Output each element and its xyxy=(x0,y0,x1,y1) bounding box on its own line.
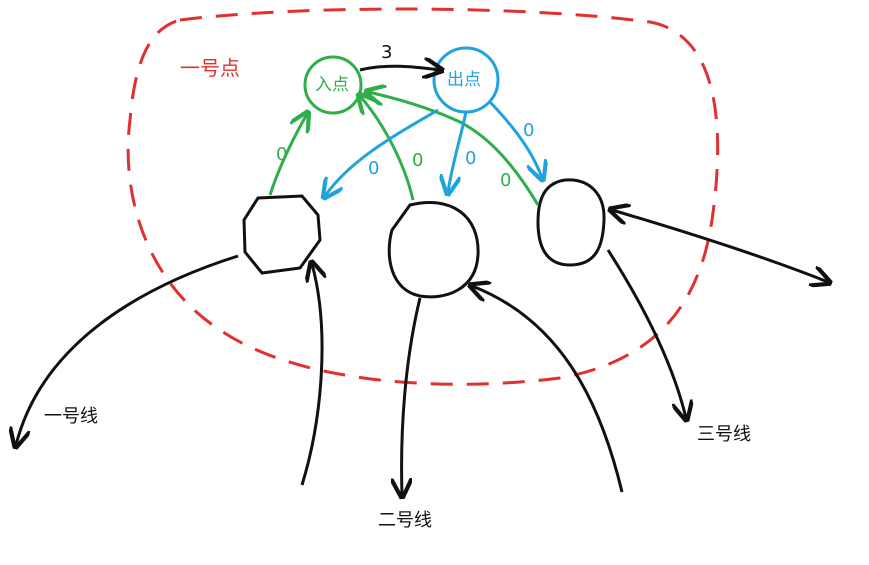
line1-edge-out xyxy=(16,254,239,445)
blue-weight-2: 0 xyxy=(465,148,477,169)
in-node xyxy=(303,55,363,115)
line2-edge-in xyxy=(472,286,624,493)
line1-edge-in xyxy=(300,264,322,486)
green-edge-2 xyxy=(360,96,415,201)
line-node-2 xyxy=(387,200,480,299)
green-edge-3 xyxy=(368,92,540,206)
line3-edge-both xyxy=(612,210,828,282)
in-node-label: 入点 xyxy=(315,75,349,95)
station-region-boundary xyxy=(126,7,720,386)
blue-weight-1: 0 xyxy=(368,158,380,179)
green-weight-3: 0 xyxy=(500,170,512,191)
line-2-label: 二号线 xyxy=(378,510,432,531)
edge-in-to-out xyxy=(359,66,440,70)
out-node-label: 出点 xyxy=(447,70,481,90)
green-weight-1: 0 xyxy=(276,144,288,165)
blue-edge-2 xyxy=(448,111,468,192)
green-edge-1 xyxy=(268,114,307,196)
line-3-label: 三号线 xyxy=(697,424,751,445)
region-label: 一号点 xyxy=(180,56,240,80)
edge-in-out-weight: 3 xyxy=(381,42,393,63)
green-weight-2: 0 xyxy=(412,150,424,171)
line3-edge-out xyxy=(606,249,686,418)
blue-edge-3 xyxy=(488,100,542,178)
blue-weight-3: 0 xyxy=(523,120,535,141)
line2-edge-out xyxy=(402,297,422,495)
blue-edge-1 xyxy=(325,108,439,196)
line-node-1 xyxy=(242,194,322,275)
line-node-3 xyxy=(536,178,606,267)
line-1-label: 一号线 xyxy=(44,406,98,427)
